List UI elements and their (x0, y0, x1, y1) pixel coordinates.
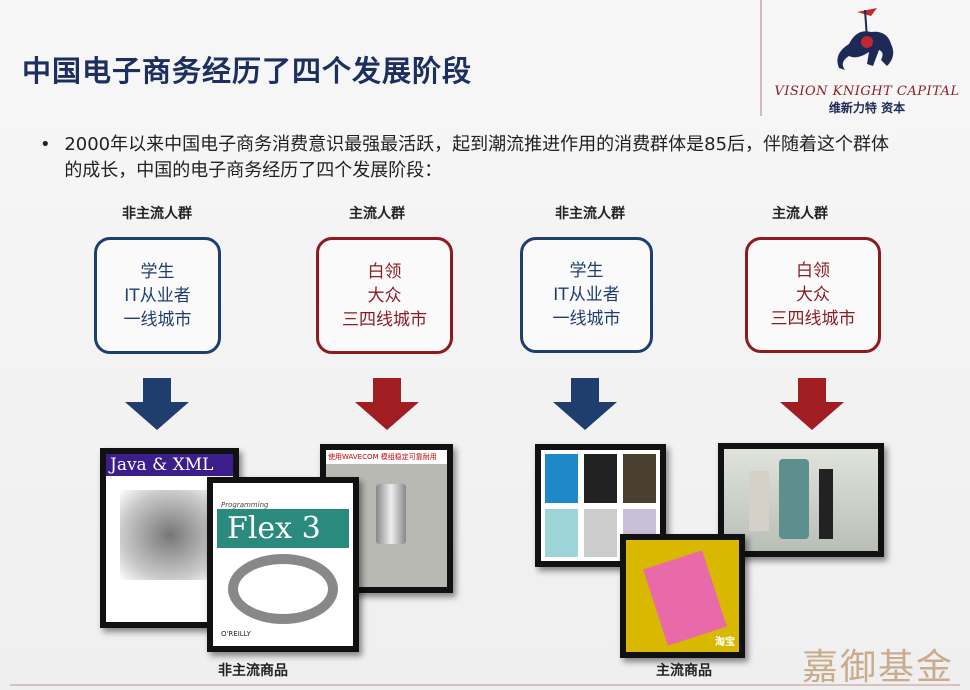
down-arrow-icon (355, 378, 419, 430)
stage-line: 白领 (796, 261, 830, 281)
caption-mainstream-goods: 主流商品 (656, 663, 712, 679)
logo-chinese: 维新力特 资本 (828, 101, 906, 115)
stage-line: 学生 (569, 261, 604, 281)
down-arrow-icon (125, 378, 189, 430)
stage-box: 学生 IT从业者 一线城市 (520, 237, 653, 353)
page-title: 中国电子商务经历了四个发展阶段 (22, 54, 473, 88)
stage-line: 大众 (796, 285, 830, 305)
flex-book-image: Programming Flex 3 O'REILLY (207, 477, 359, 652)
caption-non-mainstream-goods: 非主流商品 (218, 663, 288, 679)
book-subtitle: Programming (221, 501, 269, 509)
taobao-watermark: 淘宝 (715, 637, 735, 648)
stage-label: 主流人群 (349, 206, 405, 222)
book-title: Flex 3 (217, 509, 349, 548)
bullet-text: 2000年以来中国电子商务消费意识最强最活跃，起到潮流推进作用的消费群体是85后… (64, 134, 890, 181)
stage-box: 学生 IT从业者 一线城市 (94, 237, 221, 354)
stage-line: IT从业者 (553, 285, 620, 305)
publisher: O'REILLY (221, 630, 251, 638)
bullet-item: • 2000年以来中国电子商务消费意识最强最活跃，起到潮流推进作用的消费群体是8… (40, 132, 900, 184)
down-arrow-icon (553, 378, 617, 430)
stage-line: 一线城市 (552, 309, 621, 329)
stage-line: 白领 (367, 261, 402, 282)
header-divider (760, 0, 762, 116)
bullet-dot: • (40, 134, 51, 155)
brand-watermark: 嘉御基金 (802, 647, 955, 688)
phone-listing-image (535, 444, 666, 567)
stage-line: IT从业者 (124, 285, 191, 306)
footer-divider (10, 684, 960, 686)
stage-box: 白领 大众 三四线城市 (745, 237, 881, 353)
book-title: Java & XML (106, 454, 233, 476)
stage-line: 一线城市 (123, 309, 192, 330)
clothing-image: 淘宝 (620, 534, 745, 658)
cosmetics-image (718, 443, 884, 557)
stage-label: 主流人群 (772, 206, 828, 222)
modem-caption: 使用WAVECOM 模组稳定可靠耐用 (326, 450, 447, 464)
stage-line: 学生 (140, 261, 175, 282)
knight-icon (837, 8, 894, 70)
logo-english: VISION KNIGHT CAPITAL (774, 84, 960, 99)
stage-box: 白领 大众 三四线城市 (316, 237, 453, 354)
down-arrow-icon (780, 378, 844, 430)
stage-label: 非主流人群 (555, 206, 625, 222)
stage-label: 非主流人群 (122, 206, 192, 222)
stage-line: 大众 (367, 285, 402, 306)
stage-line: 三四线城市 (342, 309, 427, 330)
stage-line: 三四线城市 (770, 309, 856, 329)
company-logo: VISION KNIGHT CAPITAL 维新力特 资本 (772, 4, 962, 116)
